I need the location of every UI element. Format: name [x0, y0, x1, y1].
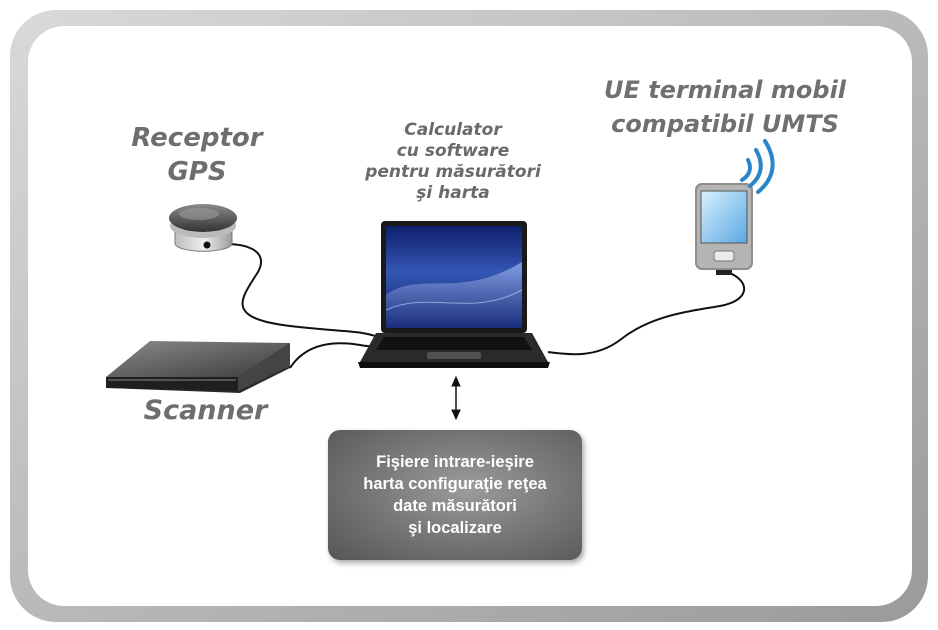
gps-label-line: GPS [167, 157, 227, 187]
file-box-line: date măsurători [393, 497, 517, 515]
pda-phone-icon [695, 183, 753, 275]
computer-label-line: cu software [396, 141, 510, 161]
double-arrow-icon [451, 375, 461, 421]
computer-label-line: Calculator [404, 120, 502, 140]
computer-label: Calculator cu software pentru măsurători… [338, 120, 568, 204]
gps-receiver-icon [169, 204, 237, 252]
computer-label-line: pentru măsurători [365, 162, 541, 182]
file-box-line: şi localizare [408, 519, 502, 537]
mobile-label-line: compatibil UMTS [611, 110, 839, 138]
mobile-label-line: UE terminal mobil [603, 76, 847, 104]
gps-receiver-label: Receptor GPS [112, 121, 282, 189]
laptop-icon [358, 221, 550, 368]
gps-cable [206, 243, 379, 338]
mobile-terminal-label: UE terminal mobil compatibil UMTS [580, 73, 870, 141]
mobile-cable [547, 271, 746, 356]
file-box-line: Fişiere intrare-ieşire [376, 453, 534, 471]
flatbed-scanner-icon [106, 341, 290, 393]
file-io-box: Fişiere intrare-ieşire harta configuraţi… [328, 430, 582, 560]
file-box-line: harta configuraţie reţea [363, 475, 547, 493]
scanner-label: Scanner [143, 395, 268, 426]
gps-label-line: Receptor [131, 123, 263, 153]
computer-label-line: şi harta [416, 183, 490, 203]
wireless-signal-icon [740, 139, 775, 194]
